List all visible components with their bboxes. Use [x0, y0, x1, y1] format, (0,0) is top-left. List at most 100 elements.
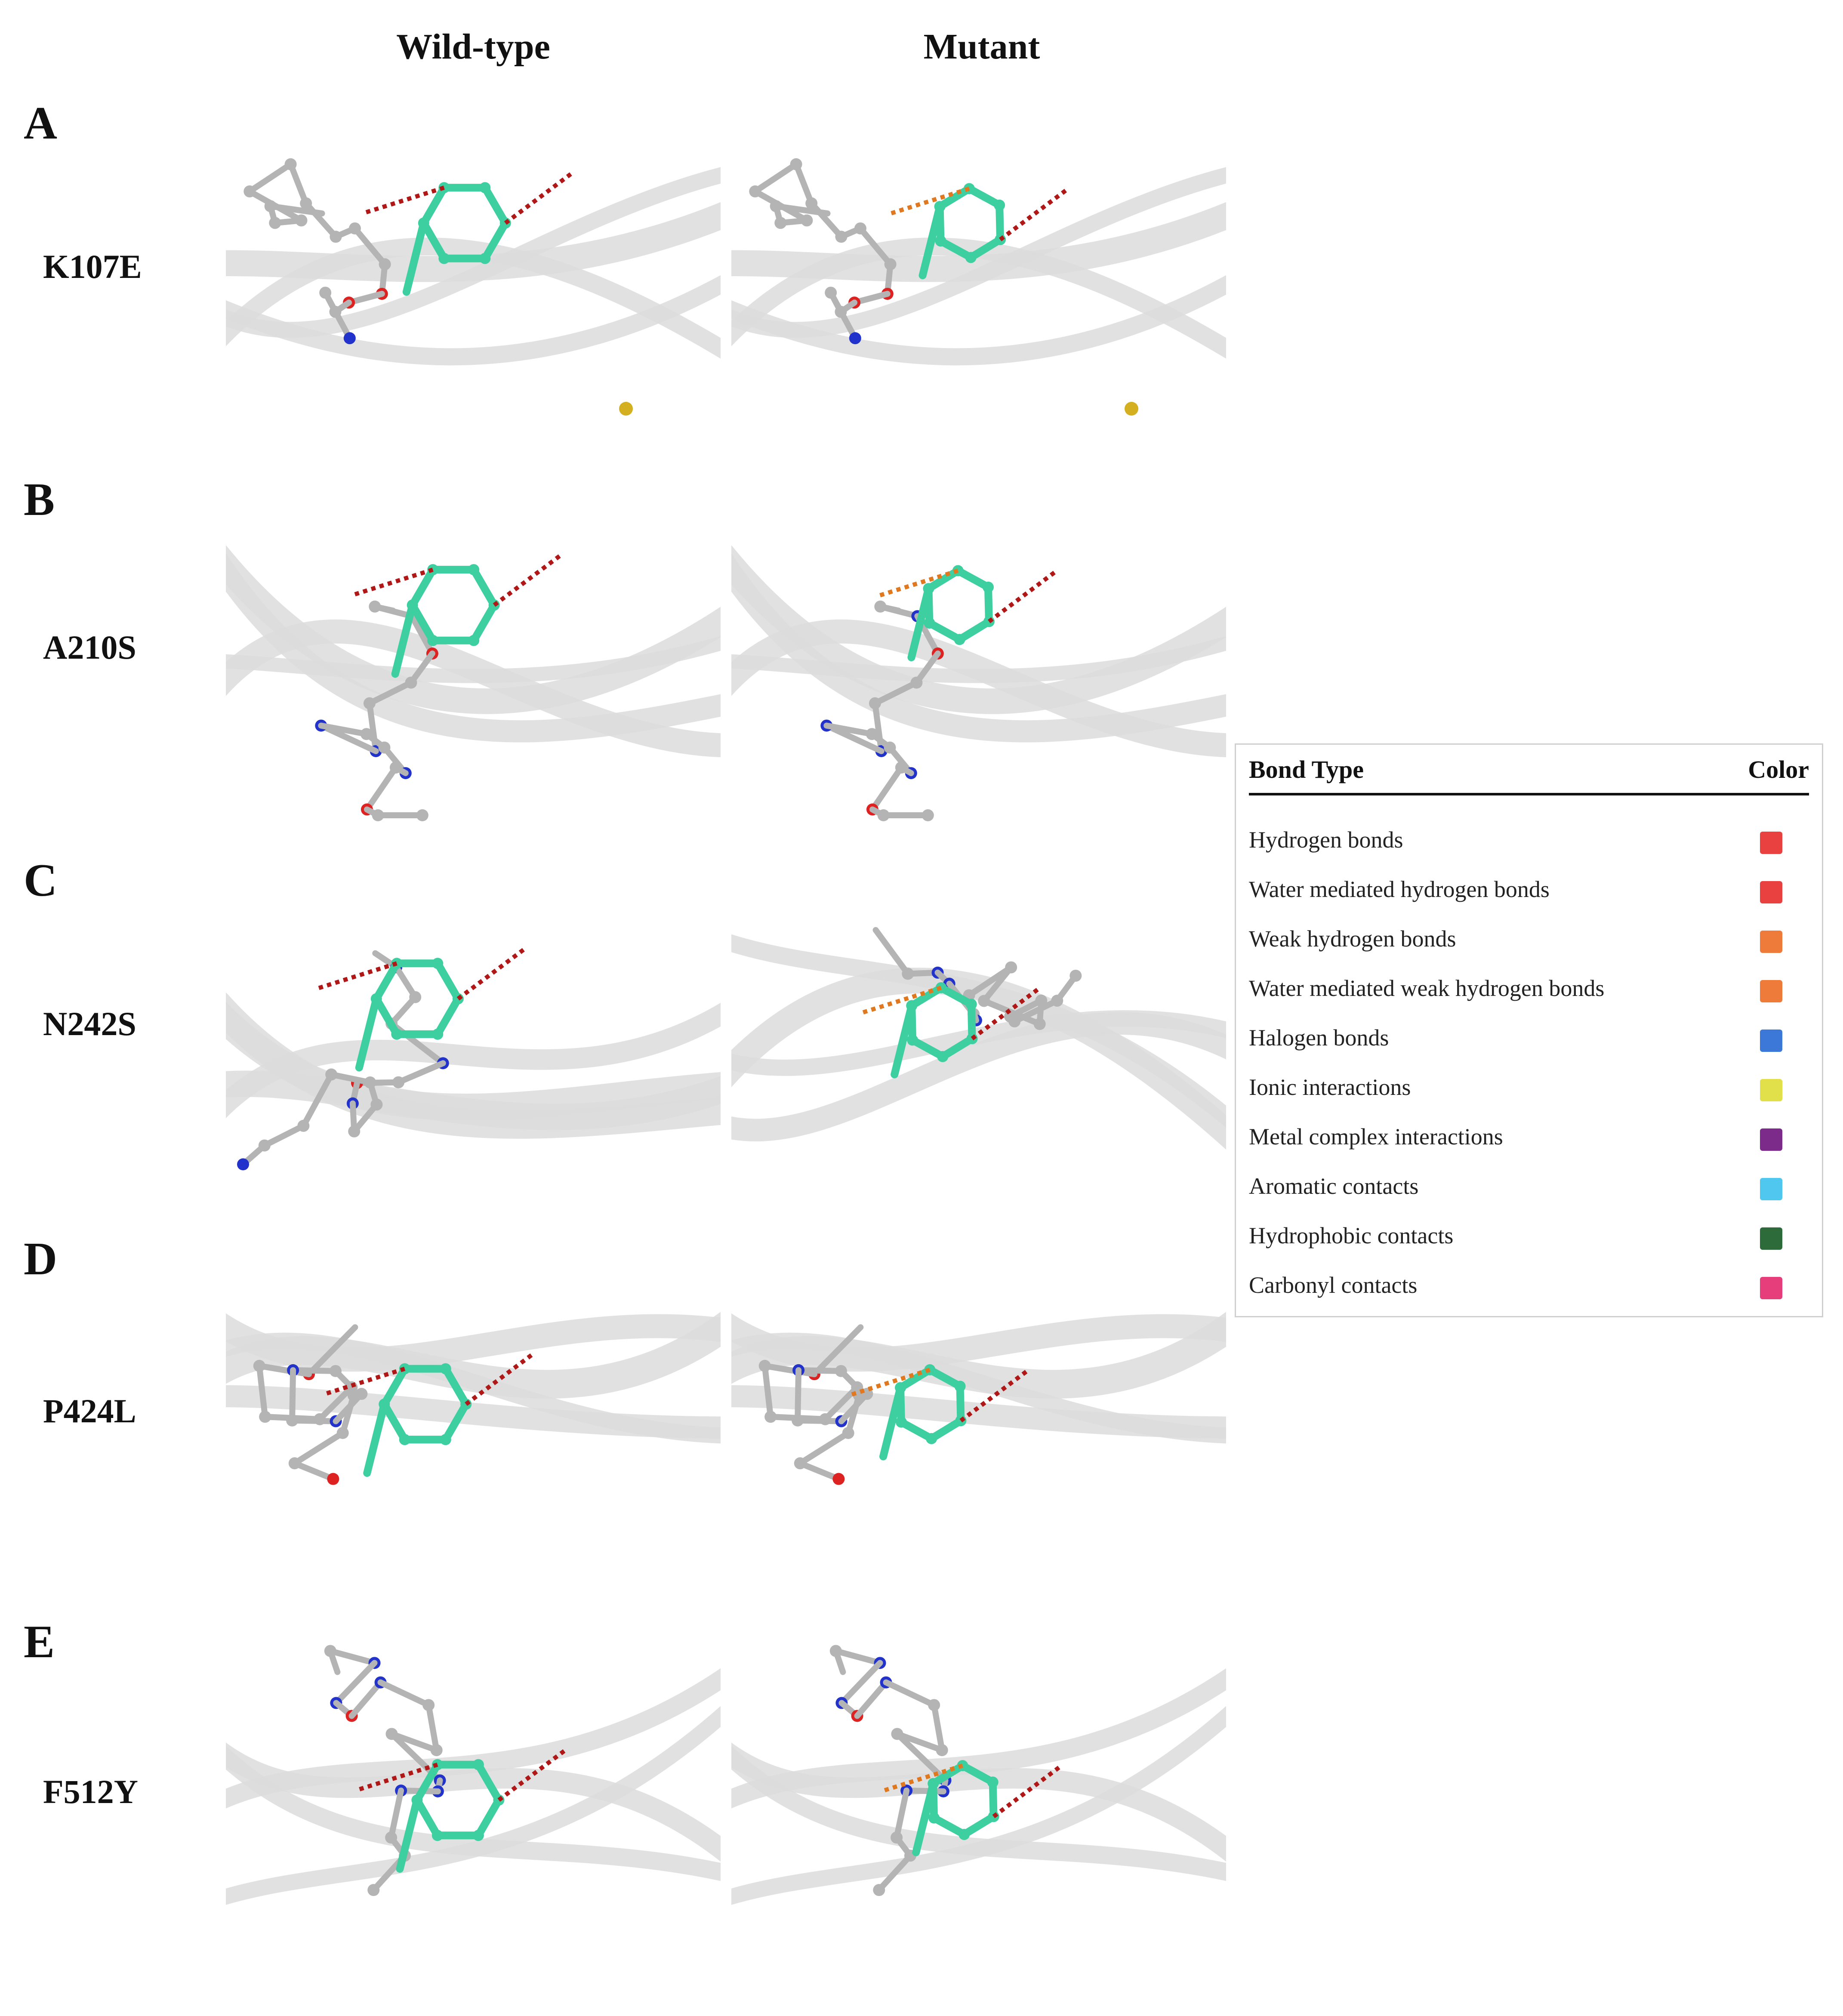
ribbon-strand [226, 1745, 721, 1881]
panel-e-mutant [731, 1607, 1226, 1977]
mutated-residue [907, 565, 995, 662]
legend-divider [1249, 793, 1809, 795]
legend-item: Carbonyl contacts [1249, 1272, 1809, 1321]
structure-render [731, 1645, 1226, 1905]
row-letter-d: D [24, 1233, 57, 1285]
ribbon-strand [731, 202, 1226, 282]
structure-render [731, 927, 1226, 1150]
ribbon-strand [731, 545, 1226, 714]
legend-swatch [1760, 931, 1782, 953]
header-wild-type: Wild-type [396, 27, 550, 67]
sulfur-atom [1125, 402, 1138, 416]
structure-render [226, 545, 721, 821]
ribbon-strand [226, 1313, 721, 1372]
structure-render [226, 1645, 721, 1905]
legend-item: Hydrogen bonds [1249, 826, 1809, 876]
legend-swatch [1760, 1277, 1782, 1299]
ribbon-strand [226, 202, 721, 282]
legend-header-color: Color [1748, 755, 1809, 783]
legend-swatch [1760, 1227, 1782, 1250]
ribbon-strand [731, 1745, 1226, 1881]
mutated-residue [891, 982, 978, 1079]
row-letter-a: A [24, 98, 57, 149]
mutated-residue [355, 958, 464, 1072]
legend-item: Weak hydrogen bonds [1249, 925, 1809, 975]
structure-render [731, 545, 1226, 821]
panel-d-wild-type [226, 1224, 721, 1594]
legend-swatch [1760, 1178, 1782, 1200]
legend-item-label: Carbonyl contacts [1249, 1272, 1418, 1298]
legend-item-label: Weak hydrogen bonds [1249, 926, 1456, 952]
legend-swatch [1760, 832, 1782, 854]
panel-a-mutant [731, 82, 1226, 452]
structure-render [226, 158, 721, 416]
ribbon-strand [226, 1706, 721, 1905]
mutated-residue [391, 564, 500, 678]
bond-interactions [350, 552, 564, 607]
legend-item: Hydrophobic contacts [1249, 1222, 1809, 1272]
legend-item-label: Halogen bonds [1249, 1025, 1389, 1051]
legend-item: Water mediated weak hydrogen bonds [1249, 975, 1809, 1024]
legend-swatch [1760, 980, 1782, 1002]
legend-item: Ionic interactions [1249, 1074, 1809, 1123]
ribbon-strand [226, 237, 721, 359]
mutated-residue [402, 182, 511, 296]
row-letter-b: B [24, 474, 55, 525]
row-mutation-n242s: N242S [43, 1005, 136, 1042]
legend-swatch [1760, 1079, 1782, 1101]
residue-sticks [749, 158, 897, 345]
residue-sticks [315, 600, 438, 821]
bond-interactions [847, 1367, 1031, 1423]
structure-render [226, 945, 721, 1171]
ribbon-strand [226, 619, 721, 757]
ribbon-strand [731, 1332, 1226, 1444]
mutated-residue [912, 1760, 999, 1856]
legend-swatch [1760, 1030, 1782, 1052]
ribbon-strand [226, 275, 721, 366]
mutated-residue [879, 1364, 967, 1461]
legend-item: Water mediated hydrogen bonds [1249, 876, 1809, 925]
legend-swatch [1760, 881, 1782, 903]
bond-interactions [314, 945, 528, 1001]
ribbon-strand [226, 545, 721, 714]
panel-b-mutant [731, 462, 1226, 832]
ribbon-strand [731, 1010, 1226, 1076]
mutated-residue [363, 1363, 472, 1477]
legend-list: Hydrogen bonds Water mediated hydrogen b… [1249, 826, 1809, 1321]
residue-sticks [829, 1645, 952, 1896]
bond-interactions [880, 1763, 1064, 1819]
panel-c-wild-type [226, 843, 721, 1213]
legend-header-bond-type: Bond Type [1249, 755, 1364, 783]
ribbon-strand [731, 619, 1226, 757]
ribbon-strand [731, 275, 1226, 366]
legend-item-label: Aromatic contacts [1249, 1173, 1419, 1199]
legend-item: Halogen bonds [1249, 1024, 1809, 1074]
residue-sticks [243, 158, 391, 345]
bond-interactions [887, 186, 1071, 241]
bond-type-legend: Bond Type Color Hydrogen bonds Water med… [1235, 743, 1823, 1317]
legend-item-label: Ionic interactions [1249, 1074, 1411, 1100]
ribbon-strand [226, 993, 721, 1139]
residue-sticks [253, 1324, 368, 1485]
row-mutation-f512y: F512Y [43, 1773, 138, 1810]
row-letter-e: E [24, 1616, 55, 1668]
row-letter-c: C [24, 855, 57, 906]
legend-swatch [1760, 1128, 1782, 1151]
structure-render [731, 158, 1226, 416]
row-mutation-p424l: P424L [43, 1392, 136, 1430]
legend-item: Metal complex interactions [1249, 1123, 1809, 1173]
legend-item-label: Metal complex interactions [1249, 1124, 1503, 1150]
legend-item-label: Hydrophobic contacts [1249, 1223, 1454, 1248]
panel-a-wild-type [226, 82, 721, 452]
sulfur-atom [619, 402, 633, 416]
header-mutant: Mutant [923, 27, 1040, 67]
structure-render [731, 1312, 1226, 1485]
ribbon-strand [731, 1706, 1226, 1905]
panel-d-mutant [731, 1224, 1226, 1594]
legend-item-label: Hydrogen bonds [1249, 827, 1403, 853]
bond-interactions [361, 170, 576, 225]
row-mutation-a210s: A210S [43, 629, 136, 666]
row-mutation-k107e: K107E [43, 248, 142, 285]
panel-e-wild-type [226, 1607, 721, 1977]
legend-item-label: Water mediated weak hydrogen bonds [1249, 975, 1605, 1001]
